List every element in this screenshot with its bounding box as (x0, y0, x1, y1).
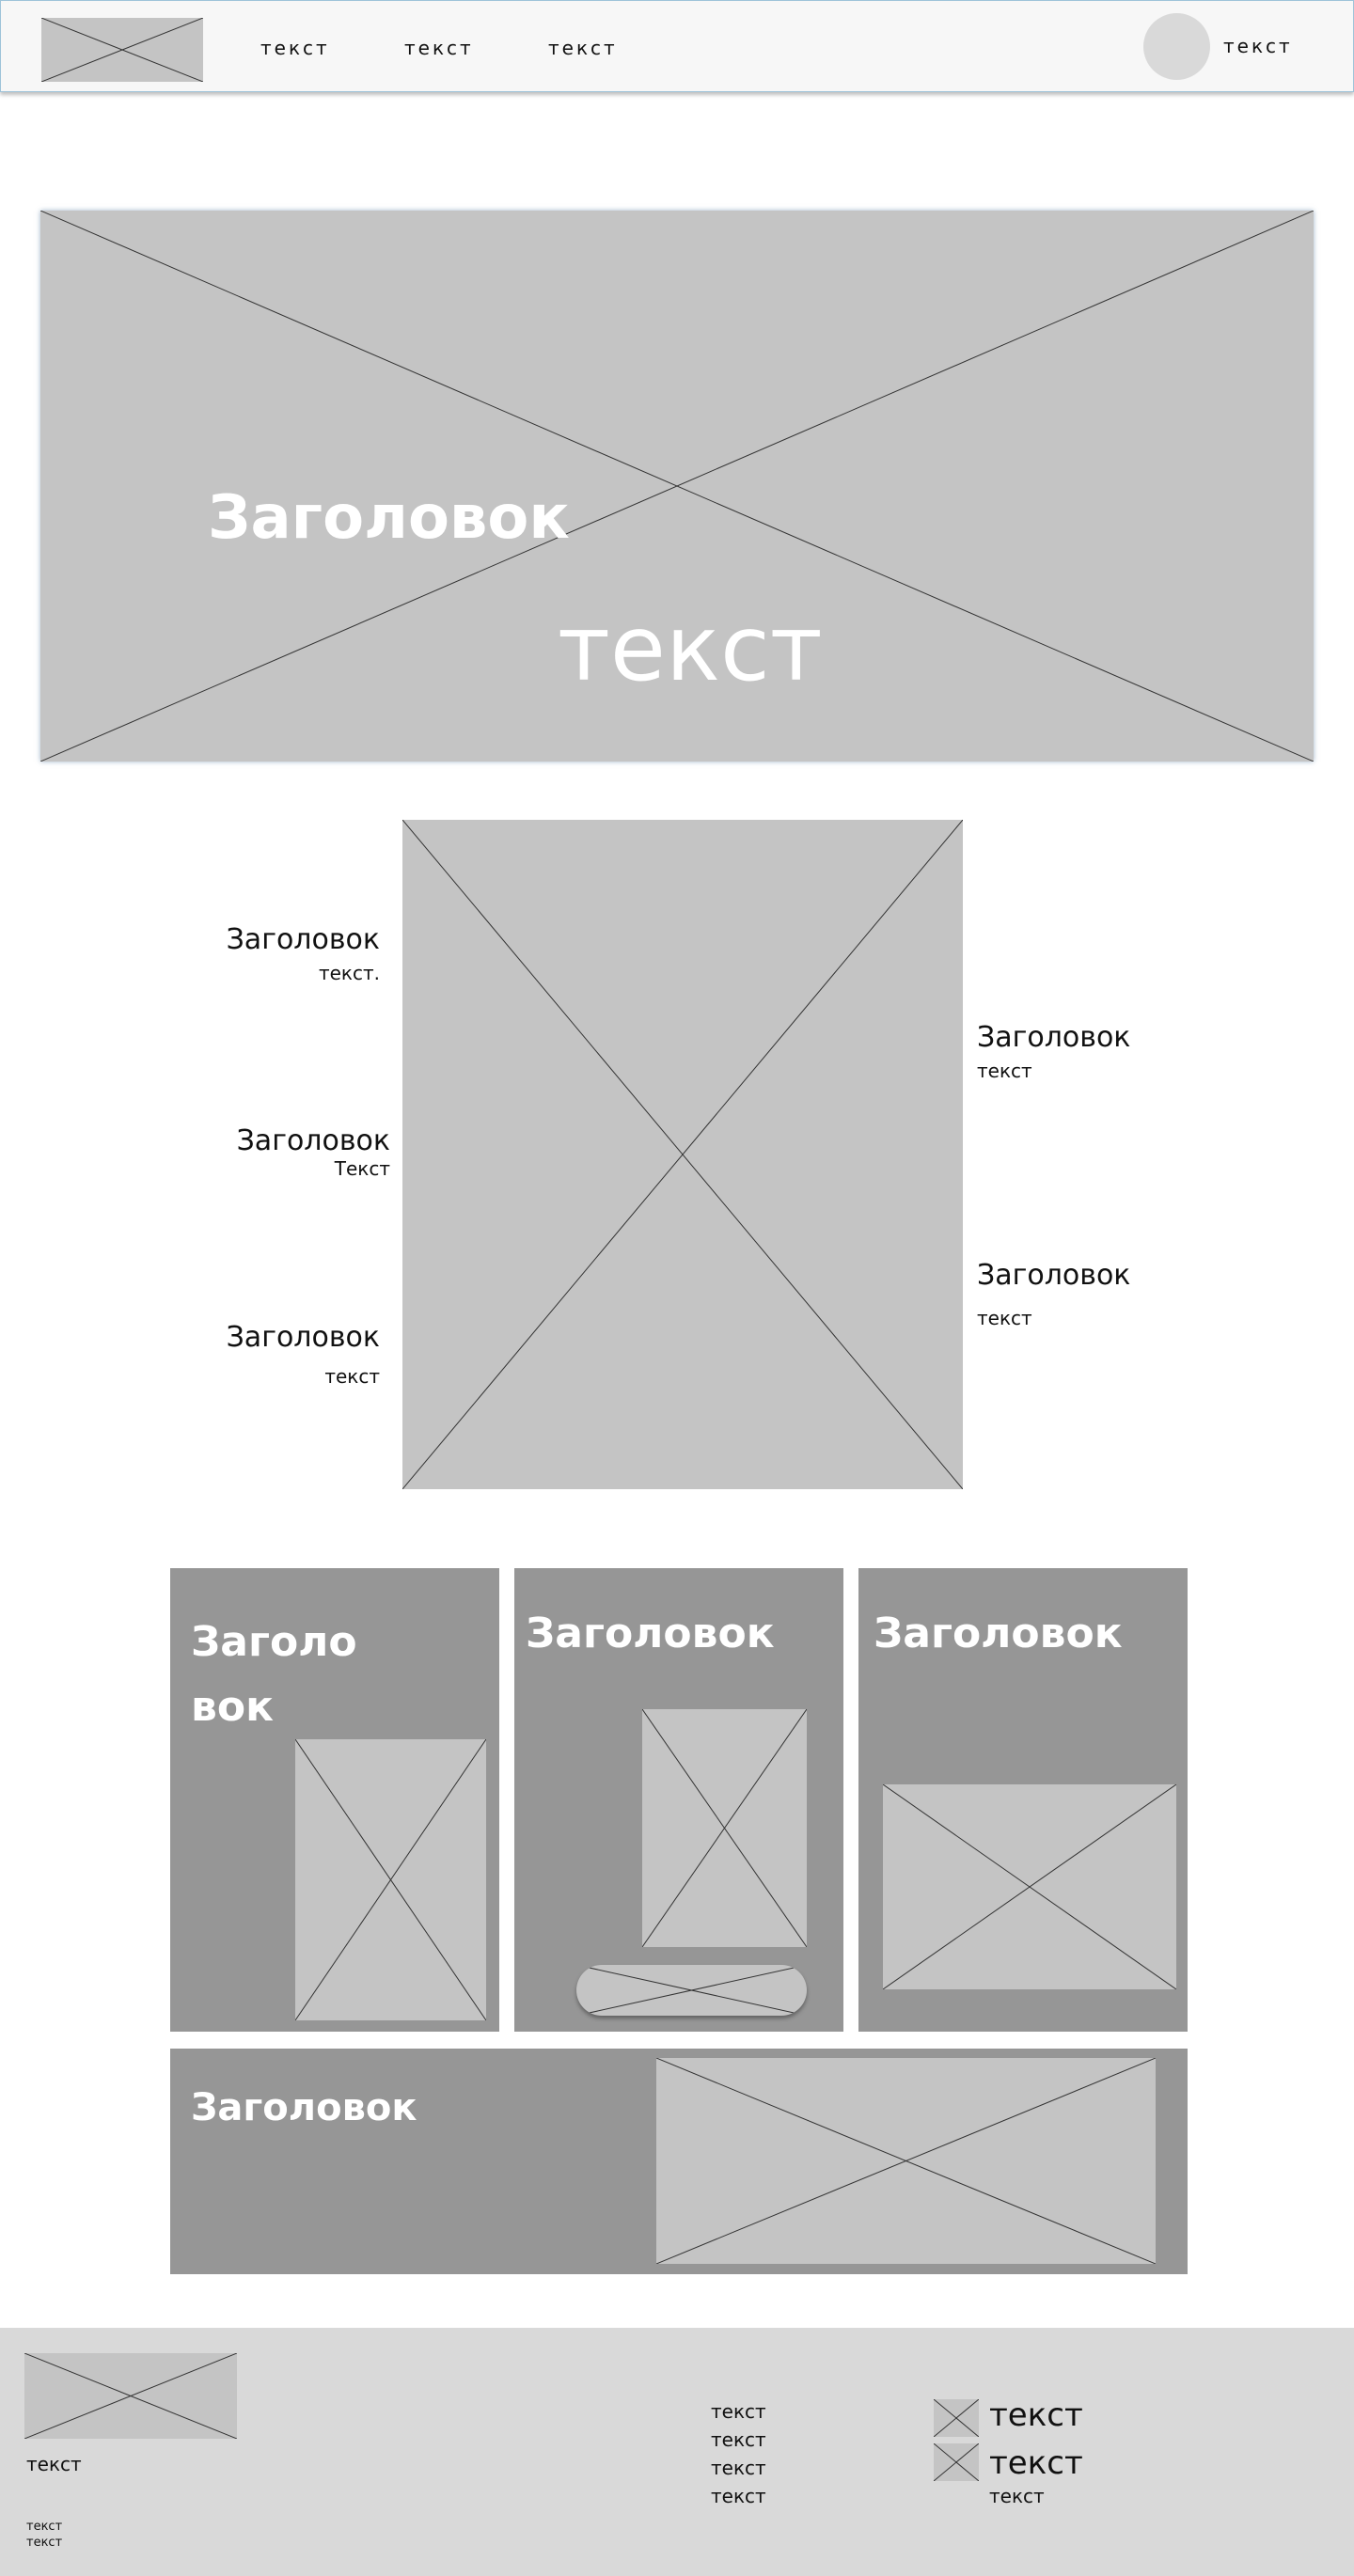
feature-text: Текст (334, 1157, 390, 1180)
feature-right-1: Заголовок текст (977, 1021, 1130, 1082)
card-title: Заголо вок (191, 1618, 357, 1731)
hero-text: текст (558, 596, 823, 701)
feature-left-1: Заголовок текст. (227, 923, 380, 984)
card-image-placeholder (656, 2058, 1156, 2264)
site-header: текст текст текст текст (0, 0, 1354, 92)
hero-image-placeholder-icon (40, 211, 1314, 762)
hero-title: Заголовок (208, 483, 570, 553)
footer-small-text-1: текст (26, 2520, 63, 2534)
feature-title: Заголовок (236, 1124, 390, 1157)
user-label[interactable]: текст (1223, 35, 1293, 57)
card-2[interactable]: Заголовок (514, 1568, 843, 2032)
footer-link-3[interactable]: текст (711, 2457, 766, 2479)
footer-contact-text: текст (989, 2396, 1083, 2434)
footer-link-1[interactable]: текст (711, 2400, 766, 2423)
card-image-placeholder (883, 1784, 1176, 1989)
image-placeholder-icon (934, 2399, 979, 2437)
card-image-placeholder (642, 1709, 807, 1947)
card-title: Заголовок (191, 2086, 417, 2129)
footer-contact-extra: текст (989, 2485, 1045, 2507)
feature-text: текст (977, 1307, 1032, 1329)
feature-left-2: Заголовок Текст (237, 1124, 390, 1180)
image-placeholder-icon (934, 2443, 979, 2481)
feature-text: текст (324, 1365, 380, 1388)
features-image-placeholder (402, 820, 963, 1489)
footer-link-2[interactable]: текст (711, 2428, 766, 2451)
feature-title: Заголовок (226, 923, 380, 956)
card-title: Заголовок (874, 1610, 1123, 1657)
footer-contact-text: текст (989, 2444, 1083, 2482)
feature-title: Заголовок (977, 1021, 1131, 1054)
hero-section: Заголовок текст (40, 211, 1314, 762)
footer-logo-placeholder[interactable] (24, 2353, 237, 2439)
feature-title: Заголовок (977, 1259, 1131, 1292)
logo-image-placeholder[interactable] (41, 18, 203, 82)
feature-left-3: Заголовок текст (227, 1321, 380, 1388)
feature-right-2: Заголовок текст (977, 1259, 1130, 1329)
feature-title: Заголовок (226, 1321, 380, 1354)
nav-link-3[interactable]: текст (548, 37, 618, 59)
card-3[interactable]: Заголовок (858, 1568, 1188, 2032)
footer-caption: текст (26, 2453, 82, 2475)
feature-text: текст. (318, 962, 380, 984)
nav-link-1[interactable]: текст (260, 37, 330, 59)
footer-small-text-2: текст (26, 2536, 63, 2550)
footer-link-4[interactable]: текст (711, 2485, 766, 2507)
feature-text: текст (977, 1060, 1032, 1082)
card-1[interactable]: Заголо вок (170, 1568, 499, 2032)
card-pill-button[interactable] (576, 1965, 807, 2016)
card-wide[interactable]: Заголовок (170, 2049, 1188, 2274)
avatar[interactable] (1143, 13, 1210, 80)
card-title: Заголовок (526, 1610, 775, 1657)
card-image-placeholder (295, 1739, 486, 2020)
nav-link-2[interactable]: текст (404, 37, 474, 59)
site-footer: текст текст текст текст текст текст текс… (0, 2328, 1354, 2576)
